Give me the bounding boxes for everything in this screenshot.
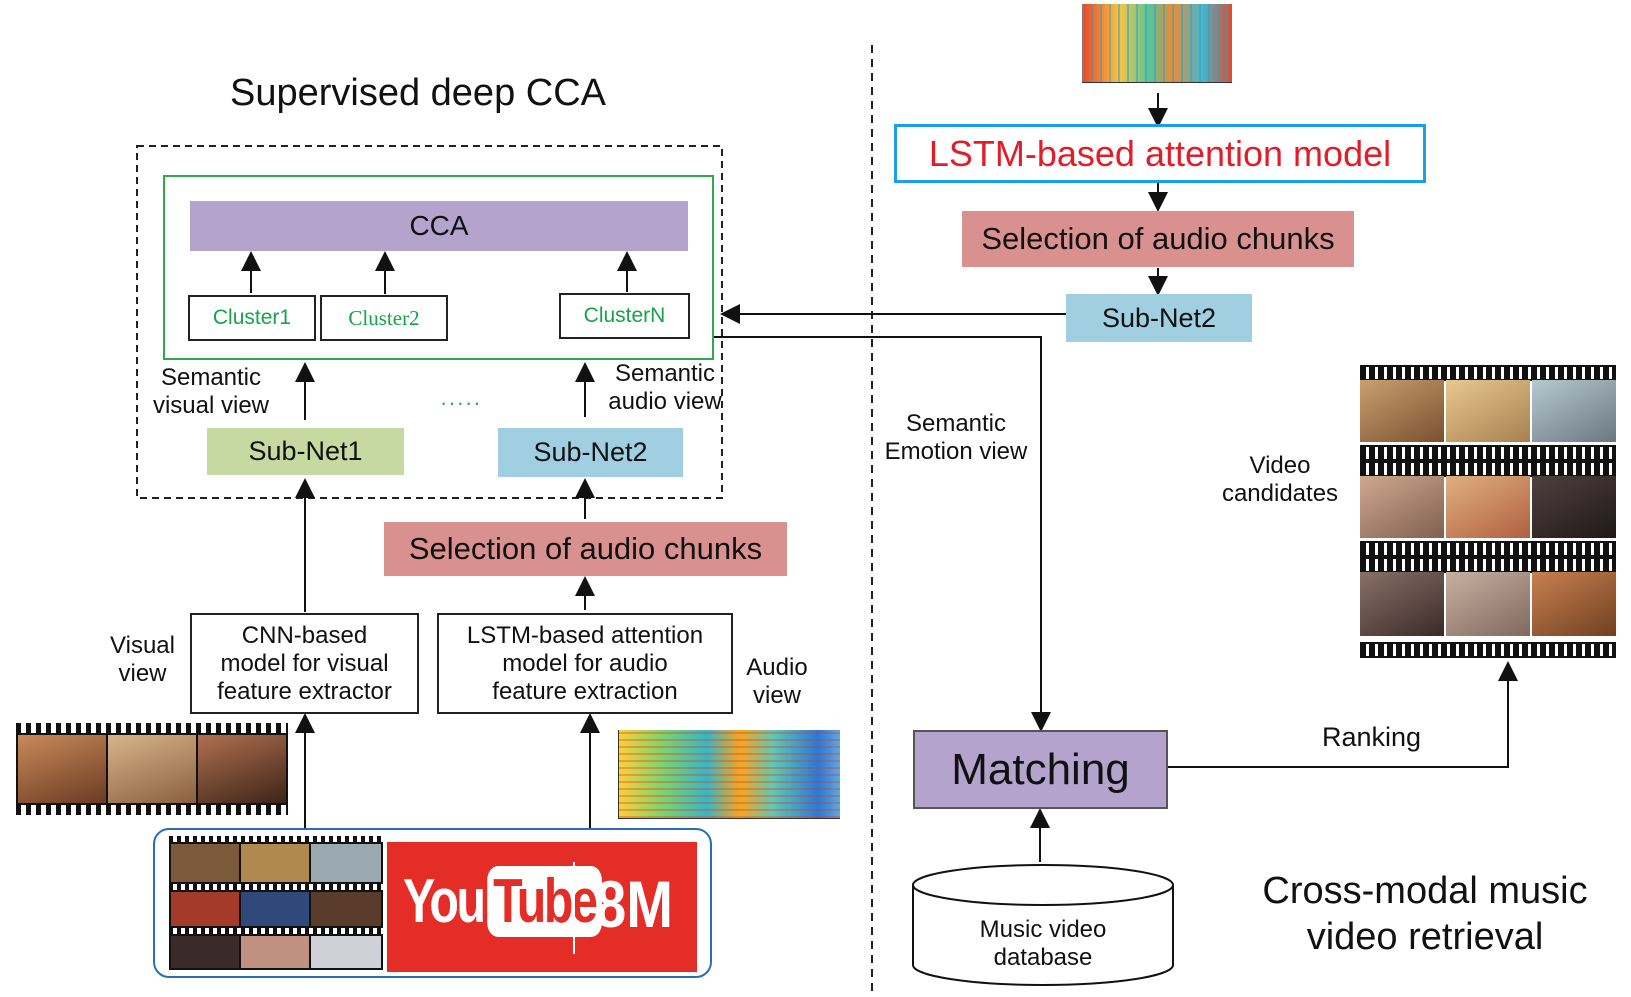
ranking-label: Ranking [1322, 722, 1422, 752]
cluster-dots: ····· [440, 390, 482, 415]
lstm-audio-extraction-box: LSTM-based attention model for audio fea… [437, 613, 733, 714]
subnet2-box-right: Sub-Net2 [1066, 294, 1252, 342]
semantic-visual-view-label: Semantic visual view [152, 364, 270, 419]
youtube-8m-label: 8M [595, 867, 673, 941]
cluster-2: Cluster2 [320, 295, 448, 341]
lstm-attention-model-title: LSTM-based attention model [894, 124, 1426, 183]
cross-modal-retrieval-caption: Cross-modal music video retrieval [1262, 870, 1588, 958]
music-video-database-label: Music video database [979, 916, 1107, 971]
cluster-n: ClusterN [559, 293, 690, 339]
visual-view-label: Visual view [110, 632, 175, 687]
subnet2-box-left: Sub-Net2 [498, 428, 683, 477]
selection-audio-chunks-right: Selection of audio chunks [962, 211, 1354, 267]
cnn-feature-extractor-box: CNN-based model for visual feature extra… [190, 613, 419, 714]
semantic-audio-view-label: Semantic audio view [608, 360, 722, 415]
selection-audio-chunks-left: Selection of audio chunks [384, 522, 787, 576]
subnet1-box: Sub-Net1 [207, 428, 404, 475]
audio-spectrogram-top [1060, 2, 1235, 94]
youtube-thumbnail-grid [169, 836, 383, 970]
cluster-1: Cluster1 [188, 295, 316, 341]
supervised-cca-title: Supervised deep CCA [230, 72, 606, 114]
semantic-emotion-view-label: Semantic Emotion view [884, 410, 1028, 465]
visual-film-strip [16, 723, 288, 815]
cca-bar: CCA [190, 201, 688, 251]
audio-spectrogram-left [590, 727, 845, 829]
matching-box: Matching [913, 730, 1168, 809]
video-candidates-strips [1360, 365, 1616, 660]
video-candidates-label: Video candidates [1221, 452, 1339, 507]
audio-view-label: Audio view [746, 654, 808, 709]
